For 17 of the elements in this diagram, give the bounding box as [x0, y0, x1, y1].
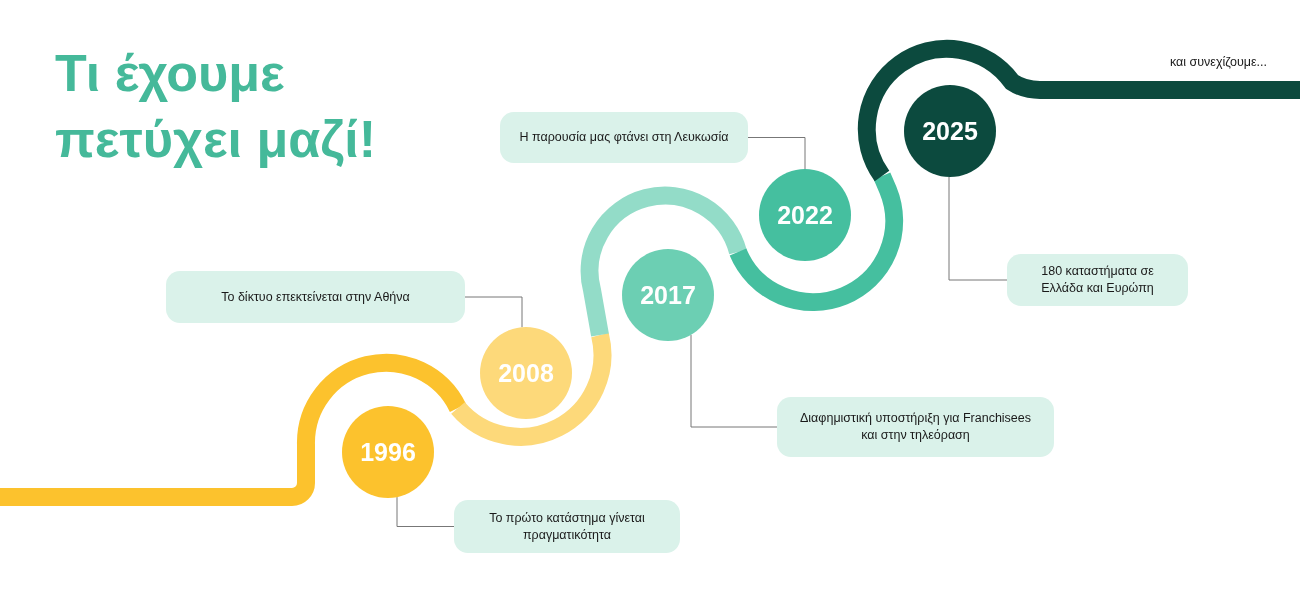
milestone-box: Το πρώτο κατάστημα γίνεται πραγματικότητα: [454, 500, 680, 553]
leader-line: [396, 496, 455, 527]
milestone-box: 180 καταστήματα σε Ελλάδα και Ευρώπη: [1007, 254, 1188, 306]
title: Τι έχουμε πετύχει μαζί!: [55, 43, 377, 170]
year-circle: 1996: [342, 406, 434, 498]
note-text: και συνεχίζουμε...: [1170, 55, 1267, 69]
milestone-box: Το δίκτυο επεκτείνεται στην Αθήνα: [166, 271, 465, 323]
year-circle: 2017: [622, 249, 714, 341]
milestone-box: Η παρουσία μας φτάνει στη Λευκωσία: [500, 112, 748, 163]
leader-line: [948, 176, 1008, 281]
year-circle: 2025: [904, 85, 996, 177]
leader-line: [464, 296, 523, 328]
leader-line: [690, 334, 778, 428]
milestone-box: Διαφημιστική υποστήριξη για Franchisees και στην τηλεόραση: [777, 397, 1054, 457]
year-circle: 2022: [759, 169, 851, 261]
year-circle: 2008: [480, 327, 572, 419]
leader-line: [747, 137, 806, 170]
